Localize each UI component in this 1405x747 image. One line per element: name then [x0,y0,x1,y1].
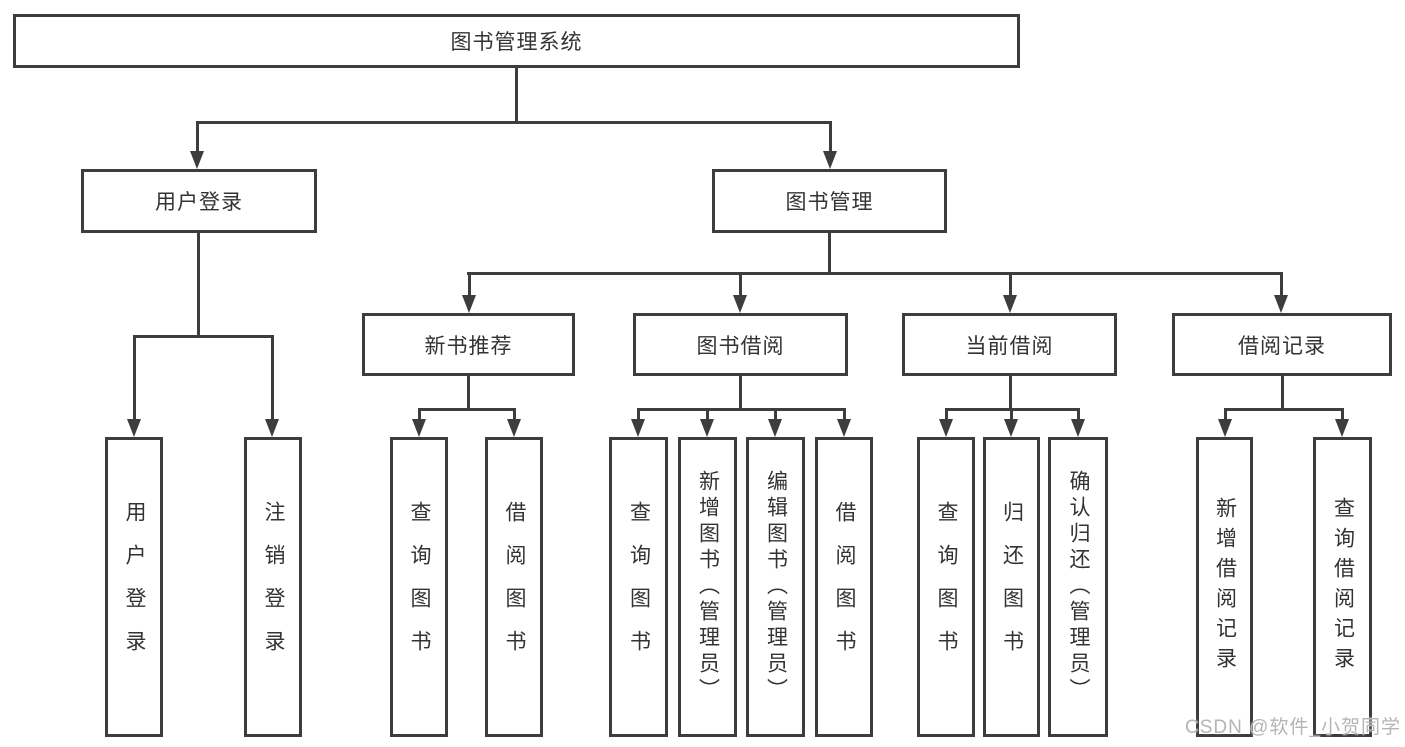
arrow-new-book-icon [462,295,476,313]
connector-rec-borrow-shaft [513,408,516,420]
connector-book-management-stem [828,233,831,272]
arrow-cur-return-icon [1004,419,1018,437]
leaf-user-login-label: 用户登录 [123,501,146,673]
connector-user-login-shaft [196,121,199,153]
connector-current-stem [1009,376,1012,408]
connector-new-book-shaft [468,272,471,297]
connector-root-bus [196,121,832,124]
node-new-book-recommend-label: 新书推荐 [424,334,513,358]
connector-rec-query-shaft [418,408,421,420]
node-borrowing-records: 借阅记录 [1172,313,1392,376]
connector-book-management-shaft [829,121,832,153]
node-borrowing-records-label: 借阅记录 [1238,334,1326,358]
node-user-login: 用户登录 [81,169,317,233]
leaf-records-add-record: 新增借阅记录 [1196,437,1253,737]
leaf-current-query-books-label: 查询图书 [935,501,958,673]
node-current-borrowing: 当前借阅 [902,313,1117,376]
arrow-rec-add-icon [1218,419,1232,437]
connector-borrowing-records-shaft [1280,272,1283,297]
leaf-recommend-query-books-label: 查询图书 [408,501,431,673]
arrow-book-borrowing-icon [733,295,747,313]
connector-records-stem [1281,376,1284,408]
connector-bor-borrow-shaft [843,408,846,420]
leaf-borrowing-edit-books-admin: 编辑图书（管理员） [746,437,805,737]
arrow-rec-query2-icon [1335,419,1349,437]
leaf-recommend-borrow-books: 借阅图书 [485,437,543,737]
leaf-borrowing-query-books-label: 查询图书 [627,501,651,673]
node-book-management: 图书管理 [712,169,947,233]
node-new-book-recommend: 新书推荐 [362,313,575,376]
arrow-bor-borrow-icon [837,419,851,437]
arrow-leaf-login-icon [127,419,141,437]
arrow-bor-edit-icon [768,419,782,437]
node-root: 图书管理系统 [13,14,1020,68]
leaf-records-query-record-label: 查询借阅记录 [1331,497,1355,677]
node-book-management-label: 图书管理 [785,191,874,214]
arrow-bor-add-icon [700,419,714,437]
connector-leaf-login-shaft [133,335,136,420]
node-current-borrowing-label: 当前借阅 [965,334,1054,358]
leaf-borrowing-edit-books-admin-label: 编辑图书（管理员） [764,470,788,704]
arrow-borrowing-records-icon [1274,295,1288,313]
connector-bor-add-shaft [706,408,709,420]
connector-leaf-logout-shaft [271,335,274,420]
leaf-borrowing-borrow-books-label: 借阅图书 [833,501,856,673]
connector-new-book-stem [467,376,470,408]
connector-current-borrowing-shaft [1009,272,1012,297]
connector-root-stem [515,68,518,121]
node-book-borrowing-label: 图书借阅 [696,334,785,358]
arrow-rec-query-icon [412,419,426,437]
leaf-current-confirm-return-admin-label: 确认归还（管理员） [1067,470,1090,704]
leaf-records-add-record-label: 新增借阅记录 [1213,497,1237,677]
arrow-cur-confirm-icon [1071,419,1085,437]
leaf-records-query-record: 查询借阅记录 [1313,437,1372,737]
connector-user-login-bus [133,335,273,338]
leaf-borrowing-add-books-admin: 新增图书（管理员） [678,437,737,737]
connector-rec-add-shaft [1224,408,1227,420]
leaf-borrowing-add-books-admin-label: 新增图书（管理员） [696,470,720,704]
leaf-logout-label: 注销登录 [262,501,285,673]
leaf-recommend-borrow-books-label: 借阅图书 [503,501,526,673]
connector-book-borrowing-shaft [739,272,742,297]
arrow-cur-query-icon [939,419,953,437]
connector-cur-query-shaft [945,408,948,420]
leaf-current-confirm-return-admin: 确认归还（管理员） [1048,437,1108,737]
connector-book-management-bus [467,272,1283,275]
arrow-leaf-logout-icon [265,419,279,437]
node-book-borrowing: 图书借阅 [633,313,848,376]
leaf-user-login: 用户登录 [105,437,163,737]
arrow-user-login-icon [190,151,204,169]
connector-rec-query2-shaft [1341,408,1344,420]
connector-book-borrowing-stem [739,376,742,408]
connector-bor-query-shaft [637,408,640,420]
arrow-current-borrowing-icon [1003,295,1017,313]
arrow-rec-borrow-icon [507,419,521,437]
arrow-bor-query-icon [631,419,645,437]
connector-book-borrowing-bus [637,408,846,411]
leaf-current-query-books: 查询图书 [917,437,975,737]
connector-user-login-stem [197,233,200,335]
connector-cur-confirm-shaft [1077,408,1080,420]
connector-records-bus [1224,408,1344,411]
connector-new-book-bus [418,408,516,411]
leaf-borrowing-query-books: 查询图书 [609,437,668,737]
leaf-current-return-books-label: 归还图书 [1000,501,1024,673]
connector-bor-edit-shaft [774,408,777,420]
watermark: CSDN @软件_小贺同学 [1185,717,1401,738]
leaf-logout: 注销登录 [244,437,302,737]
leaf-current-return-books: 归还图书 [983,437,1040,737]
leaf-recommend-query-books: 查询图书 [390,437,448,737]
node-root-label: 图书管理系统 [450,31,583,54]
node-user-login-label: 用户登录 [155,191,243,214]
connector-cur-return-shaft [1010,408,1013,420]
leaf-borrowing-borrow-books: 借阅图书 [815,437,873,737]
arrow-book-management-icon [823,151,837,169]
